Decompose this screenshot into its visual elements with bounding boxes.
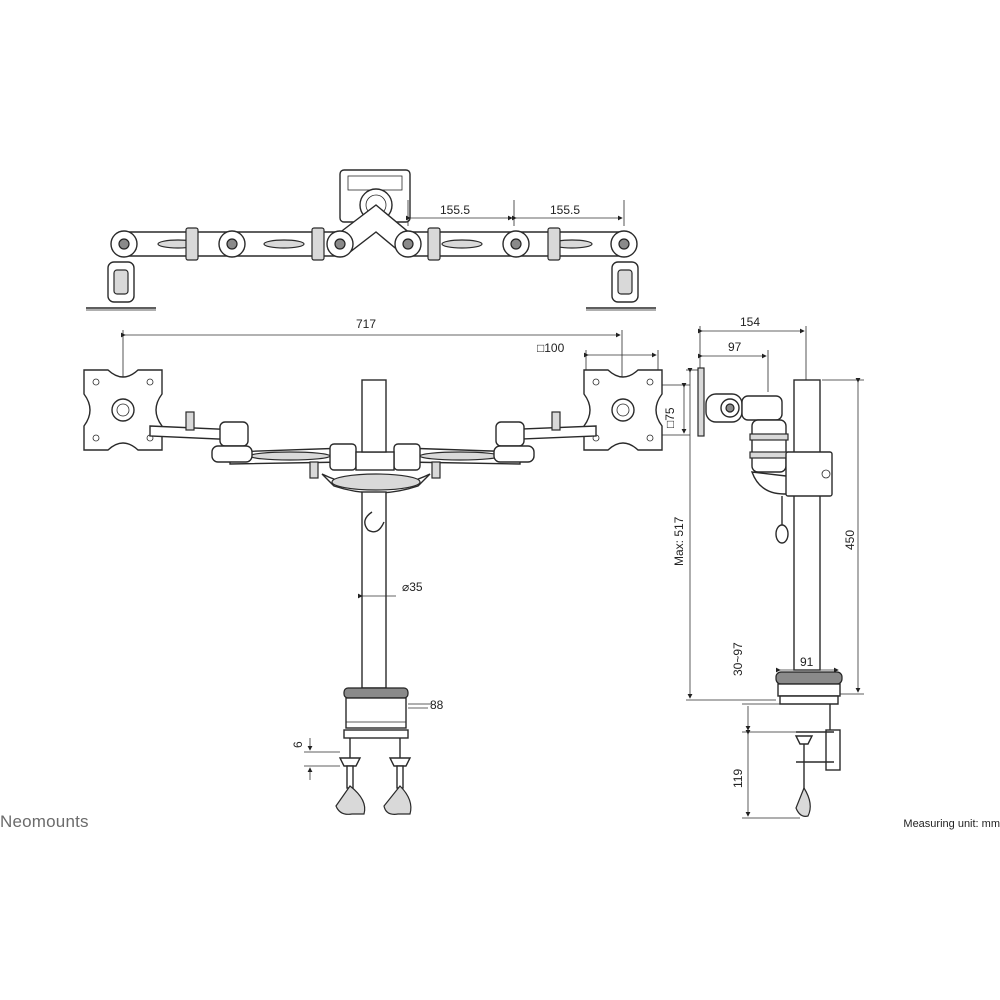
dim-vesa-square: □100 [537,341,565,355]
brand-logo-text: Neomounts [0,812,89,831]
side-view [686,326,864,819]
dim-side-depth: 154 [740,315,760,329]
front-view [83,330,690,815]
dim-arm-segment-right: 155.5 [550,203,580,217]
dim-clamp-depth: 119 [731,769,745,788]
dim-side-arm: 97 [728,340,742,354]
top-view [86,169,656,311]
dim-base-width: 88 [430,698,444,712]
dim-pole-height: 450 [843,530,857,550]
dim-clamp-min: 6 [291,741,305,748]
dim-max-height: Max: 517 [672,516,686,566]
dim-overall-width: 717 [356,317,376,331]
dim-vesa-small: □75 [663,407,677,428]
dim-base-side: 91 [800,655,814,669]
dim-arm-segment-left: 155.5 [440,203,470,217]
dim-clamp-range: 30~97 [731,642,745,676]
measuring-unit-note: Measuring unit: mm [903,818,1000,830]
dim-pole-diameter: ⌀35 [402,580,423,594]
